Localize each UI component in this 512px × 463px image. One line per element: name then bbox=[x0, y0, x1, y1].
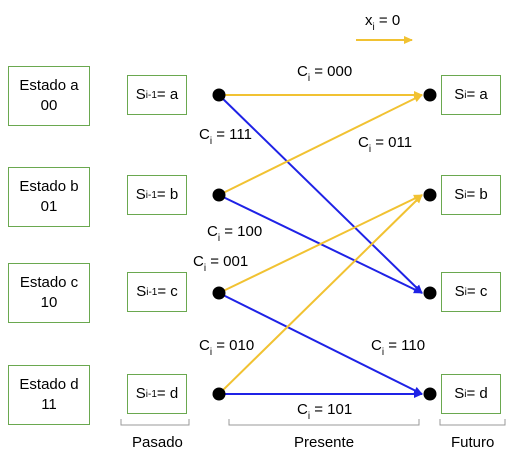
section-label-future: Futuro bbox=[451, 434, 495, 451]
node-value: = a bbox=[466, 86, 488, 103]
edge-label-c-d: Ci = 110 bbox=[371, 337, 426, 358]
node-var: S bbox=[135, 86, 146, 103]
edge-label-var: C bbox=[199, 126, 210, 143]
edge-label-sub: i bbox=[381, 347, 385, 358]
edge-c-b bbox=[218, 194, 423, 294]
bracket-past bbox=[120, 419, 190, 426]
edge-label-d-d: Ci = 101 bbox=[297, 401, 353, 422]
node-value: = b bbox=[156, 186, 179, 203]
past-node-dot-d bbox=[212, 387, 226, 401]
node-var: S bbox=[454, 283, 465, 300]
edge-label-var: C bbox=[193, 253, 204, 270]
edge-label-var: C bbox=[199, 337, 210, 354]
edge-label-sub: i bbox=[209, 347, 213, 358]
edge-label-a-a: Ci = 000 bbox=[297, 63, 353, 84]
past-node-dot-a bbox=[212, 88, 226, 102]
edge-label-value: = 010 bbox=[212, 337, 255, 354]
legend-sub: i bbox=[372, 22, 375, 33]
legend-label: xi = 0 bbox=[365, 12, 401, 33]
edge-label-b-a: Ci = 011 bbox=[358, 134, 413, 155]
node-var: S bbox=[454, 186, 465, 203]
edge-label-a-c: Ci = 111 bbox=[199, 126, 252, 147]
node-value: = b bbox=[466, 186, 488, 203]
edge-label-var: C bbox=[358, 134, 369, 151]
state-box-a: Estado a 00 bbox=[8, 66, 90, 126]
edge-label-value: = 001 bbox=[206, 253, 249, 270]
edge-label-value: = 111 bbox=[212, 126, 252, 143]
node-var: S bbox=[135, 186, 146, 203]
edge-a-c bbox=[218, 94, 423, 294]
edge-label-c-b: Ci = 001 bbox=[193, 253, 249, 274]
edge-label-value: = 100 bbox=[220, 223, 263, 240]
edge-b-a bbox=[218, 94, 423, 196]
state-code: 01 bbox=[40, 198, 58, 215]
section-label-past: Pasado bbox=[132, 434, 183, 451]
state-box-d: Estado d 11 bbox=[8, 365, 90, 425]
section-label-present: Presente bbox=[294, 434, 355, 451]
edge-label-var: C bbox=[297, 401, 308, 418]
edge-label-b-c: Ci = 100 bbox=[207, 223, 263, 244]
future-node-dot-c bbox=[423, 286, 437, 300]
legend-var: x bbox=[365, 12, 373, 29]
edge-label-value: = 101 bbox=[310, 401, 353, 418]
state-code: 00 bbox=[40, 97, 58, 114]
legend-value: = 0 bbox=[374, 12, 401, 29]
node-value: = c bbox=[466, 283, 488, 300]
node-var: S bbox=[454, 86, 465, 103]
state-box-c: Estado c 10 bbox=[8, 263, 90, 323]
edge-label-var: C bbox=[297, 63, 308, 80]
past-node-dot-b bbox=[212, 188, 226, 202]
state-code: 11 bbox=[41, 396, 57, 413]
edge-label-sub: i bbox=[209, 136, 213, 147]
future-node-dot-d bbox=[423, 387, 437, 401]
edge-label-value: = 011 bbox=[371, 134, 413, 151]
state-name: Estado b bbox=[19, 178, 79, 195]
edge-label-sub: i bbox=[307, 411, 311, 422]
edge-label-var: C bbox=[207, 223, 218, 240]
node-value: = d bbox=[156, 385, 179, 402]
node-var: S bbox=[135, 385, 146, 402]
edge-label-value: = 000 bbox=[310, 63, 353, 80]
past-node-dot-c bbox=[212, 286, 226, 300]
state-name: Estado a bbox=[19, 77, 79, 94]
edge-label-sub: i bbox=[203, 263, 207, 274]
state-code: 10 bbox=[40, 294, 58, 311]
edge-label-sub: i bbox=[217, 233, 221, 244]
edge-label-value: = 110 bbox=[384, 337, 426, 354]
edge-c-d bbox=[218, 292, 423, 395]
edge-label-d-b: Ci = 010 bbox=[199, 337, 255, 358]
future-node-dot-b bbox=[423, 188, 437, 202]
future-node-dot-a bbox=[423, 88, 437, 102]
edges-group bbox=[218, 91, 423, 398]
node-value: = c bbox=[157, 283, 178, 300]
edge-label-var: C bbox=[371, 337, 382, 354]
bracket-present bbox=[228, 419, 420, 426]
node-var: S bbox=[136, 283, 147, 300]
state-box-b: Estado b 01 bbox=[8, 167, 90, 227]
state-name: Estado d bbox=[19, 376, 79, 393]
node-value: = a bbox=[156, 86, 179, 103]
state-name: Estado c bbox=[19, 274, 79, 291]
edge-d-b bbox=[218, 194, 423, 395]
edge-label-sub: i bbox=[307, 73, 311, 84]
bracket-future bbox=[439, 419, 506, 426]
node-value: = d bbox=[466, 385, 488, 402]
node-var: S bbox=[454, 385, 465, 402]
edge-label-sub: i bbox=[368, 144, 372, 155]
